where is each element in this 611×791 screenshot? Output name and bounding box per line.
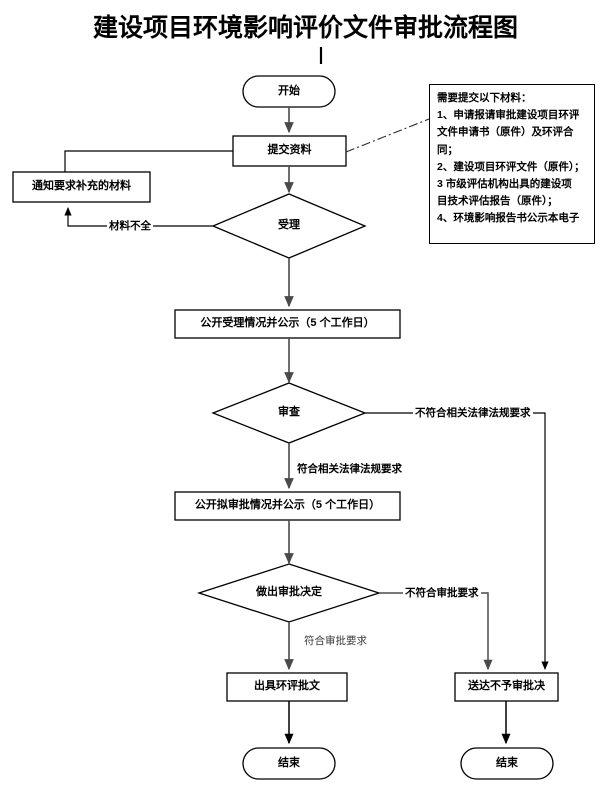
end-right-node-shape	[460, 747, 554, 780]
required-materials-note: 需要提交以下材料： 1、申请报请审批建设项目环评 文件申请书（原件）及环评合 同…	[429, 84, 595, 244]
note-line: 3 市级评估机构出具的建设项	[437, 178, 572, 191]
notify-node-shape	[12, 171, 151, 203]
page-title: 建设项目环境影响评价文件审批流程图	[92, 14, 518, 42]
note-line: 目技术评估报告（原件）；	[437, 195, 558, 208]
review-node-shape	[211, 382, 367, 444]
publicize-accept-node-shape	[174, 309, 401, 339]
start-node-shape	[242, 75, 336, 108]
decision-node-shape	[196, 563, 382, 623]
submit-node-shape	[232, 135, 347, 167]
note-line: 文件申请书（原件）及环评合	[437, 126, 574, 139]
note-line: 4、环境影响报告书公示本电子	[437, 212, 580, 225]
deliver-rejection-node-shape	[454, 672, 559, 702]
note-line: 同；	[437, 143, 458, 156]
issue-approval-node-shape	[226, 672, 348, 702]
end-left-node-shape	[242, 747, 336, 780]
note-line: 1、申请报请审批建设项目环评	[437, 109, 580, 122]
edge-review-to-rejection	[365, 412, 549, 670]
edge-decision-to-rejection	[379, 592, 493, 671]
edge-submit-to-note	[345, 118, 430, 153]
edge-accept-to-notify	[64, 207, 213, 227]
accept-node-shape	[211, 193, 367, 259]
publicize-approval-node-shape	[174, 491, 401, 521]
note-line: 需要提交以下材料：	[437, 92, 532, 104]
note-line: 2、建设项目环评文件（原件）；	[437, 160, 585, 173]
edge-submit-to-notify	[64, 150, 233, 172]
